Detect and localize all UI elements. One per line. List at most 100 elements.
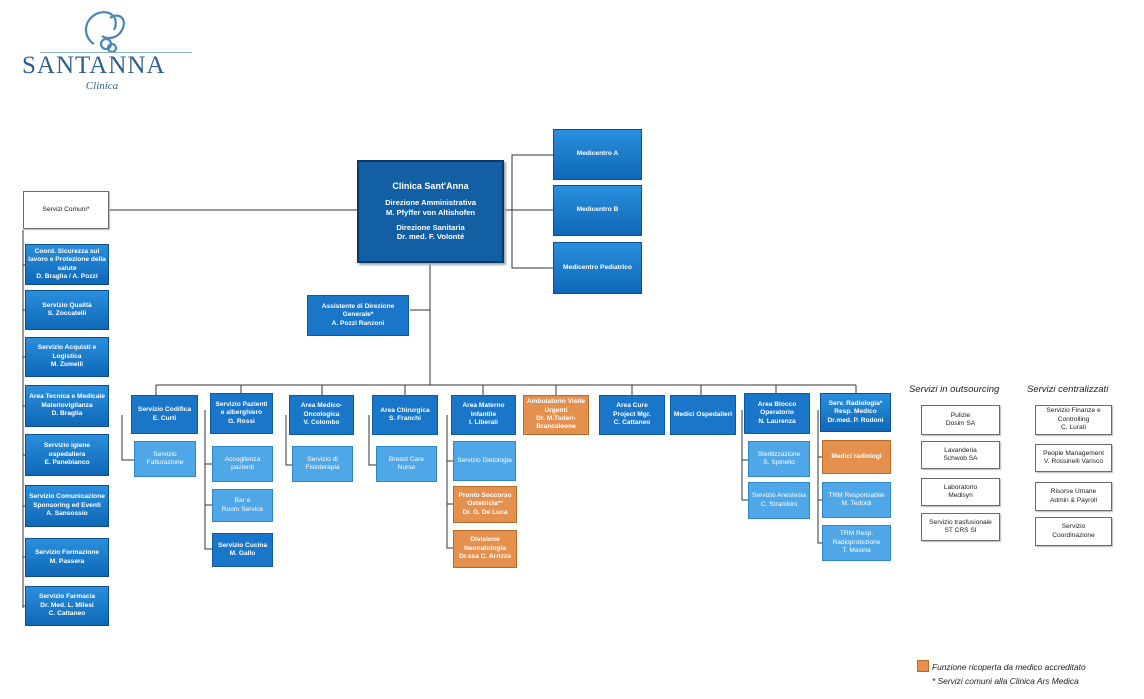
dept-sub: Project Mgr. <box>613 410 651 418</box>
centralizzati-item[interactable]: Servizio Finanze e Controlling C. Lurati <box>1035 405 1112 435</box>
outsourcing-title: Servizi in outsourcing <box>909 384 1000 395</box>
sub-sterilizzazione[interactable]: Sterilizzazione S. Spinello <box>748 441 810 477</box>
sub-label: Breast Care <box>388 455 425 463</box>
logo-emblem-icon <box>84 11 125 54</box>
sub-trm-responsabile[interactable]: TRM Responsabile M. Tedoldi <box>822 482 891 518</box>
assistente-direzione-box[interactable]: Assistente di Direzione Generale* A. Poz… <box>307 295 409 336</box>
servizi-comuni-item[interactable]: Servizio Farmacia Dr. Med. L. Milesi C. … <box>25 586 109 626</box>
sub-label-2: Nurse <box>397 464 416 471</box>
dept-servizio-pazienti[interactable]: Servizio Pazienti e alberghiero G. Rossi <box>210 393 273 434</box>
servizi-comuni-item[interactable]: Servizio Comunicazione Sponsoring ed Eve… <box>25 485 109 527</box>
sub-label: Servizio di Fisioterapia <box>305 455 340 471</box>
sub-label: Servizio Cucina <box>217 541 268 549</box>
medicentro-b-box[interactable]: Medicentro B <box>553 185 642 236</box>
sub-breast-care-nurse[interactable]: Breast Care Nurse <box>376 446 437 482</box>
item-name: D. Braglia / A. Pozzi <box>36 272 98 280</box>
logo-divider <box>40 52 192 53</box>
dept-area-cure[interactable]: Area Cure Project Mgr. C. Cattaneo <box>599 395 665 435</box>
servizi-comuni-item[interactable]: Servizio Formazione M. Passera <box>25 538 109 577</box>
servizi-comuni-label: Servizi Comuni* <box>42 205 90 213</box>
servizi-comuni-item[interactable]: Servizio Qualità S. Zoccatelli <box>25 290 109 330</box>
medicentro-pediatrico-label: Medicentro Pediatrico <box>563 263 632 271</box>
medicentro-a-box[interactable]: Medicentro A <box>553 129 642 180</box>
item-name: A. Sansossio <box>46 510 88 518</box>
clinic-direction-box[interactable]: Clinica Sant'Anna Direzione Amministrati… <box>357 160 504 263</box>
direzione-san-name: Dr. med. F. Volonté <box>396 232 465 242</box>
sub-trm-radioprotezione[interactable]: TRM Resp. Radioprotezione T. Masina <box>822 525 891 561</box>
servizi-comuni-item[interactable]: Servizio igiene ospedaliera E. Panebianc… <box>25 434 109 476</box>
santanna-logo: SANTANNA Clinica <box>22 8 192 92</box>
dept-medici-ospedalieri[interactable]: Medici Ospedalieri <box>670 395 736 435</box>
sub-label: Medici radiologi <box>831 452 882 460</box>
servizi-comuni-item[interactable]: Area Tecnica e Medicale Materiovigilanza… <box>25 385 109 427</box>
centralizzati-item[interactable]: Risorse Umane Admin & Payroll <box>1035 482 1112 511</box>
item-title: Servizio <box>1061 523 1086 531</box>
sub-label: Accoglienza pazienti <box>224 455 261 471</box>
dept-title: Area Chirurgica <box>380 406 430 414</box>
sub-label: Sterilizzazione <box>757 450 801 458</box>
item-title: Laboratorio <box>943 483 978 491</box>
item-name: ST CRS SI <box>944 527 977 534</box>
legend-orange-label: Funzione ricoperta da medico accreditato <box>932 662 1086 672</box>
item-title: Servizio Comunicazione Sponsoring ed Eve… <box>29 493 105 509</box>
sub-servizio-fatturazione[interactable]: Servizio Fatturazione <box>134 441 196 477</box>
dept-area-blocco-operatorio[interactable]: Area Blocco Operatorio N. Laurenza <box>744 393 810 434</box>
direzione-san-title: Direzione Sanitaria <box>396 222 465 232</box>
sub-servizio-fisioterapia[interactable]: Servizio di Fisioterapia <box>292 446 353 482</box>
dept-title: Area Cure <box>616 402 648 410</box>
dept-name: C. Cattaneo <box>613 419 651 427</box>
item-title: Pulizie <box>950 411 971 419</box>
medicentro-a-label: Medicentro A <box>576 150 619 158</box>
sub-servizio-dietologia[interactable]: Servizio Dietologia <box>453 441 516 481</box>
direzione-amm-title: Direzione Amministrativa <box>385 198 476 208</box>
medicentro-pediatrico-box[interactable]: Medicentro Pediatrico <box>553 242 642 294</box>
sub-name: Dr.ssa C. Arrizza <box>459 553 511 561</box>
centralizzati-title: Servizi centralizzati <box>1027 384 1109 395</box>
sub-label: Pronto Soccorso Ostetricia** <box>458 491 512 508</box>
dept-area-medico-oncologica[interactable]: Area Medico-Oncologica V. Colombo <box>289 395 354 435</box>
item-title: Servizio igiene ospedaliera <box>43 442 91 458</box>
outsourcing-item[interactable]: Lavanderia Schwob SA <box>921 441 1000 469</box>
dept-servizio-radiologia[interactable]: Serv. Radiologia* Resp. Medico Dr.med. P… <box>820 393 891 432</box>
dept-title: Serv. Radiologia* <box>828 399 883 407</box>
dept-title: Area Materno Infantile <box>462 402 505 418</box>
item-title: Servizio trasfusionale <box>929 518 992 526</box>
sub-servizio-cucina[interactable]: Servizio Cucina M. Gallo <box>212 533 273 567</box>
centralizzati-item[interactable]: Servizio Coordinazione <box>1035 517 1112 546</box>
dept-servizio-codifica[interactable]: Servizio Codifica E. Curti <box>131 395 198 434</box>
dept-name: G. Rossi <box>228 417 255 425</box>
servizi-comuni-item[interactable]: Servizio Acquisti e Logistica M. Zumelli <box>25 337 109 377</box>
servizi-comuni-header[interactable]: Servizi Comuni* <box>23 191 109 229</box>
dept-ambulatorio-visite-urgenti[interactable]: Ambulatorio Visite Urgenti Dr. M.Toderi-… <box>523 395 589 435</box>
clinic-title: Clinica Sant'Anna <box>392 180 469 191</box>
outsourcing-item[interactable]: Pulizie Dosim SA <box>921 405 1000 435</box>
sub-label: TRM Responsabile <box>828 491 885 499</box>
sub-medici-radiologi[interactable]: Medici radiologi <box>822 440 891 474</box>
sub-name: M. Tedoldi <box>841 500 872 507</box>
sub-accoglienza-pazienti[interactable]: Accoglienza pazienti <box>212 446 273 482</box>
sub-bar-room-service[interactable]: Bar e Room Service <box>212 489 273 522</box>
assistente-name: A. Pozzi Ranzoni <box>331 319 385 327</box>
assistente-title: Assistente di Direzione Generale* <box>321 302 395 319</box>
dept-area-chirurgica[interactable]: Area Chirurgica S. Franchi <box>372 395 438 435</box>
dept-title: Area Medico-Oncologica <box>300 402 343 418</box>
item-name: Dr. Med. L. Milesi <box>40 601 94 609</box>
legend-note: * Servizi comuni alla Clinica Ars Medica <box>932 676 1079 686</box>
sub-pronto-soccorso-ostetricia[interactable]: Pronto Soccorso Ostetricia** Dr. G. De L… <box>453 486 517 523</box>
sub-servizio-anestesia[interactable]: Servizio Anestesia C. Strambini <box>748 482 810 519</box>
dept-name: V. Colombo <box>303 419 340 427</box>
sub-label: Bar e <box>234 497 251 505</box>
servizi-comuni-item[interactable]: Coord. Sicurezza sul lavoro e Protezione… <box>25 244 109 285</box>
item-title: Servizio Qualità <box>42 301 92 309</box>
logo-name: SANTANNA <box>22 52 166 79</box>
outsourcing-item[interactable]: Servizio trasfusionale ST CRS SI <box>921 513 1000 541</box>
centralizzati-item[interactable]: People Management V. Rossinelli Varisco <box>1035 444 1112 472</box>
item-name: Medisyn <box>948 492 973 499</box>
dept-area-materno-infantile[interactable]: Area Materno Infantile I. Liberali <box>451 395 516 435</box>
direzione-amm-name: M. Pfyffer von Altishofen <box>385 208 476 218</box>
item-title: People Management <box>1043 449 1104 457</box>
item-name-2: C. Cattaneo <box>48 610 86 618</box>
sub-divisione-neonatologia[interactable]: Divisione Neonatologia Dr.ssa C. Arrizza <box>453 530 517 568</box>
outsourcing-item[interactable]: Laboratorio Medisyn <box>921 478 1000 506</box>
